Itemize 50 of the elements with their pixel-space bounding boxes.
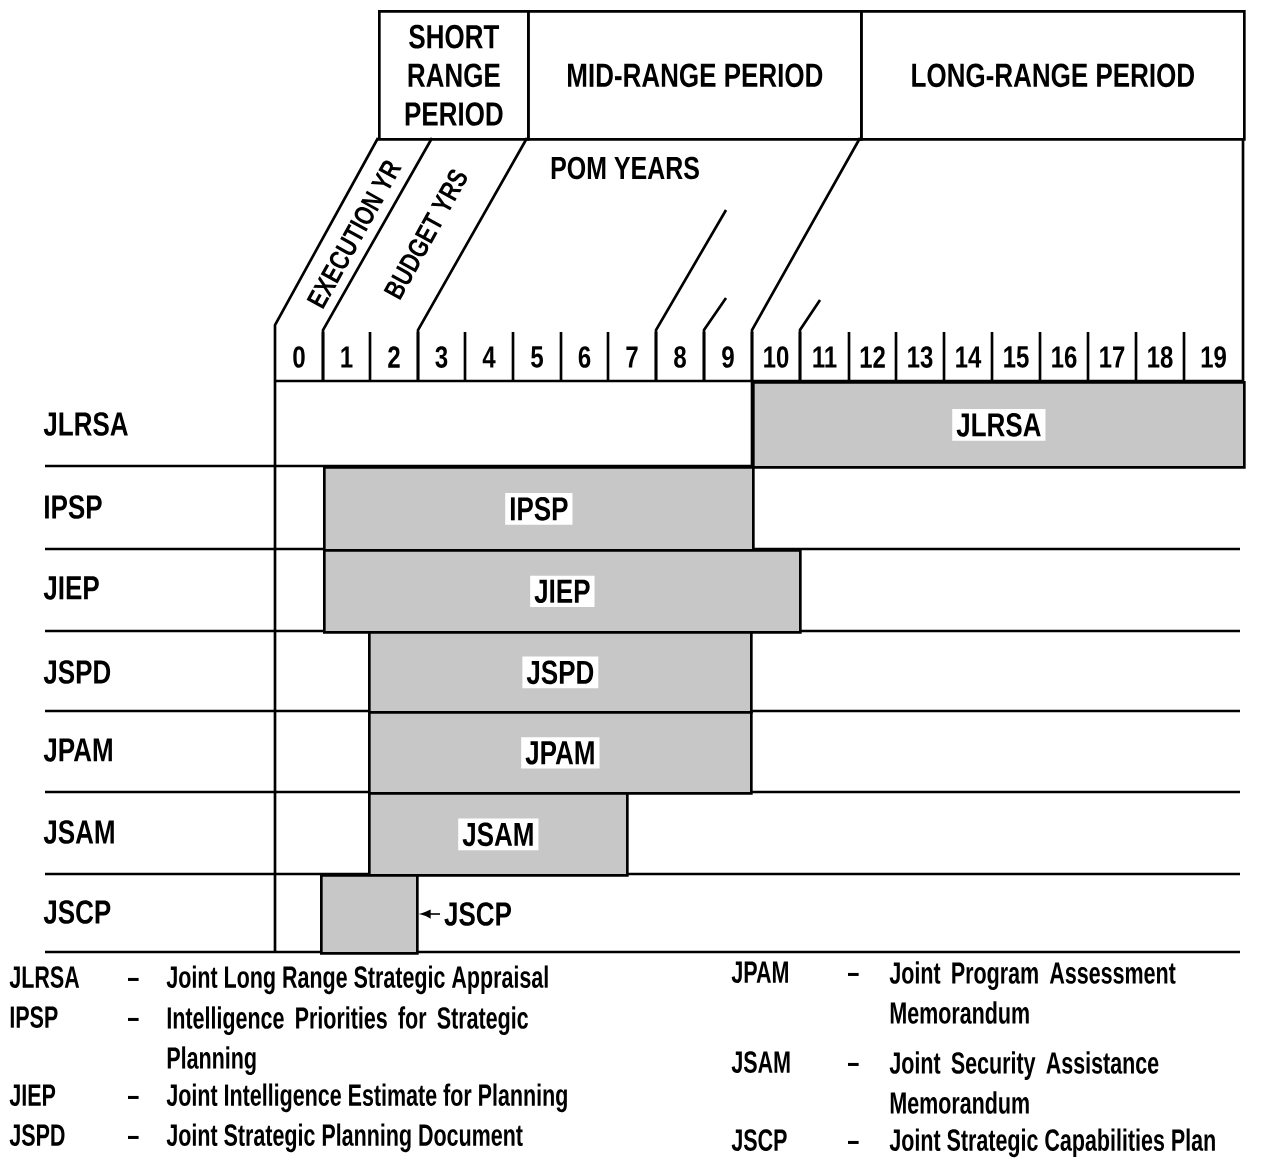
legend-dash: –: [128, 1135, 139, 1139]
year-number: 8: [674, 346, 686, 368]
timeline-bar: [320, 874, 419, 955]
year-number: 2: [388, 346, 400, 368]
year-number: 1: [341, 346, 353, 368]
year-number: 6: [578, 346, 591, 368]
period-box: MID-RANGE PERIOD: [527, 10, 863, 141]
timeline-bar: IPSP: [323, 466, 755, 552]
definition-text: Joint Strategic Capabilities Plan: [889, 1128, 1215, 1158]
legend-dash: –: [128, 1017, 139, 1021]
definition-text: Joint Intelligence Estimate for Planning: [166, 1083, 567, 1113]
year-number: 4: [482, 346, 496, 368]
row-label: JLRSA: [43, 412, 128, 436]
definition-text: Intelligence Priorities for Strategic Planning: [167, 1006, 528, 1076]
year-number: 9: [722, 346, 734, 368]
row-label: JIEP: [43, 576, 99, 600]
row-label: IPSP: [45, 495, 102, 519]
definition-text: Joint Strategic Planning Document: [166, 1123, 523, 1153]
legend-dash: –: [848, 1062, 859, 1066]
year-number: 5: [531, 346, 543, 368]
timeline-bar: JPAM: [368, 711, 753, 795]
abbreviation: JLRSA: [9, 966, 80, 988]
year-number: 0: [293, 346, 305, 368]
column-heading: POM YEARS: [551, 156, 699, 180]
legend-dash: –: [128, 1095, 139, 1099]
timeline-bar: JIEP: [323, 549, 802, 634]
abbreviation: IPSP: [10, 1006, 58, 1028]
period-box: LONG-RANGE PERIOD: [860, 10, 1246, 141]
abbreviation: JIEP: [9, 1084, 56, 1106]
legend-dash: –: [128, 977, 139, 981]
timeline-bar: JLRSA: [752, 381, 1246, 469]
definition-text: Joint Program Assessment Memorandum: [889, 961, 1176, 1024]
abbreviation: JSPD: [9, 1124, 65, 1146]
definition-text: Joint Security Assistance Memorandum: [889, 1051, 1159, 1114]
period-box: SHORT RANGE PERIOD: [378, 10, 530, 141]
row-label: JSPD: [43, 660, 111, 684]
year-number: 3: [435, 346, 448, 368]
legend-dash: –: [848, 1140, 859, 1144]
timeline-bar: JSPD: [368, 631, 753, 714]
row-label: JPAM: [43, 738, 112, 762]
row-label: JSCP: [43, 900, 111, 924]
abbreviation: JSAM: [731, 1051, 790, 1073]
abbreviation: JSCP: [731, 1129, 787, 1151]
row-label: JSAM: [43, 820, 114, 844]
definition-text: Joint Long Range Strategic Appraisal: [166, 965, 548, 995]
legend-dash: –: [848, 972, 859, 976]
abbreviation: JPAM: [731, 961, 788, 983]
leader-arrow: [421, 909, 441, 919]
bar-label: JSCP: [444, 902, 512, 926]
year-number: 7: [626, 346, 638, 368]
